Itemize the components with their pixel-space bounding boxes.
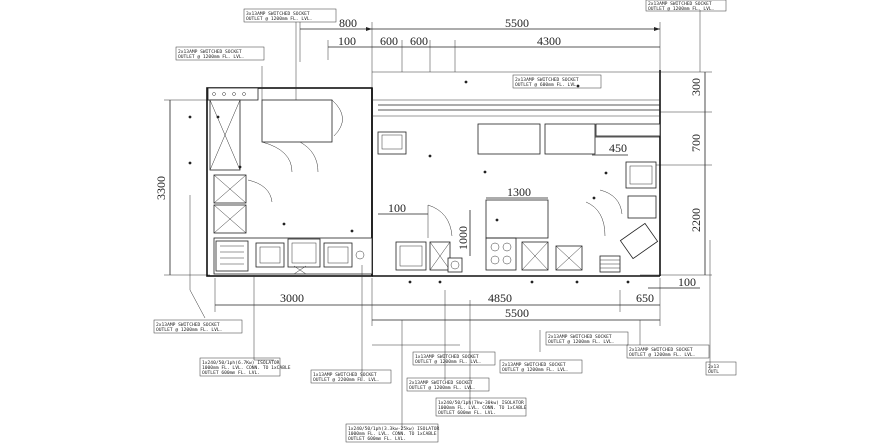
top-dimension-lines: [299, 22, 661, 90]
left-dimension-lines: [164, 99, 210, 276]
socket-markers: [188, 80, 630, 284]
walls: [206, 70, 661, 277]
svg-text:OUTLET @ 1200mm FL. LVL.: OUTLET @ 1200mm FL. LVL.: [178, 54, 244, 60]
svg-text:2x13AMP SWITCHED SOCKET: 2x13AMP SWITCHED SOCKET: [515, 77, 579, 83]
note-left-upper-socket: 2x13AMP SWITCHED SOCKET OUTLET @ 1200mm …: [175, 46, 265, 61]
svg-text:3x13AMP SWITCHED SOCKET: 3x13AMP SWITCHED SOCKET: [246, 11, 310, 17]
note-socket-edge: 2x13 OUTL: [705, 361, 737, 376]
svg-text:2x13AMP SWITCHED SOCKET: 2x13AMP SWITCHED SOCKET: [178, 49, 242, 55]
svg-text:1x240/50/1ph(6.7Kw) ISOLATOR: 1x240/50/1ph(6.7Kw) ISOLATOR: [202, 360, 280, 366]
left-equipment: [207, 87, 343, 234]
dim-bottom-5500: 5500: [505, 306, 529, 320]
svg-text:2x13AMP SWITCHED SOCKET: 2x13AMP SWITCHED SOCKET: [502, 362, 566, 368]
svg-text:OUTLET @ 1200mm FL. LVL.: OUTLET @ 1200mm FL. LVL.: [246, 16, 312, 22]
svg-text:1x13AMP SWITCHED SOCKET: 1x13AMP SWITCHED SOCKET: [415, 354, 479, 360]
note-socket-center-low: 1x13AMP SWITCHED SOCKET OUTLET @ 1200mm …: [412, 351, 496, 366]
dim-right-450: 450: [609, 141, 627, 155]
dim-top-800: 800: [339, 16, 357, 30]
svg-text:2x13AMP SWITCHED SOCKET: 2x13AMP SWITCHED SOCKET: [629, 347, 693, 353]
note-center-socket: 2x13AMP SWITCHED SOCKET OUTLET @ 600mm F…: [512, 74, 602, 89]
mid-equipment: [378, 197, 621, 273]
svg-text:2x13AMP SWITCHED SOCKET: 2x13AMP SWITCHED SOCKET: [156, 322, 220, 328]
top-equipment: [377, 123, 661, 155]
dim-top-4300: 4300: [537, 34, 561, 48]
svg-text:2x13AMP SWITCHED SOCKET: 2x13AMP SWITCHED SOCKET: [548, 334, 612, 340]
svg-text:2x13AMP SWITCHED SOCKET: 2x13AMP SWITCHED SOCKET: [409, 380, 473, 386]
leader-lines: [189, 10, 711, 430]
note-socket-far-right: 2x13AMP SWITCHED SOCKET OUTLET @ 1200mm …: [626, 344, 710, 359]
bottom-left-counter: [213, 237, 373, 275]
dim-top-600-a: 600: [380, 34, 398, 48]
dim-top-600-b: 600: [410, 34, 428, 48]
svg-text:OUTL: OUTL: [708, 369, 719, 375]
svg-text:OUTLET 600mm FL. LVL.: OUTLET 600mm FL. LVL.: [202, 370, 260, 376]
svg-text:OUTLET @ 1200mm FL. LVL.: OUTLET @ 1200mm FL. LVL.: [648, 6, 714, 12]
note-left-lower-socket: 2x13AMP SWITCHED SOCKET OUTLET @ 1200mm …: [153, 319, 243, 334]
svg-text:1000mm FL. LVL. CONN. TO 1xCAB: 1000mm FL. LVL. CONN. TO 1xCABLE: [202, 365, 291, 371]
dim-bottom-4850: 4850: [488, 291, 512, 305]
note-isolator-2: 1x240/50/1ph(7kw-30kw) ISOLATOR 1000mm F…: [435, 397, 527, 417]
svg-text:1x13AMP SWITCHED SOCKET: 1x13AMP SWITCHED SOCKET: [313, 372, 377, 378]
svg-text:OUTLET @ 1200mm FL. LVL.: OUTLET @ 1200mm FL. LVL.: [409, 385, 475, 391]
dim-left-3300: 3300: [154, 176, 168, 200]
svg-text:1000mm FL. LVL. CONN. TO 1xCAB: 1000mm FL. LVL. CONN. TO 1xCABLE: [438, 405, 527, 411]
note-socket-2200: 1x13AMP SWITCHED SOCKET OUTLET @ 2200mm …: [310, 369, 392, 384]
dim-right-700: 700: [689, 134, 703, 152]
dim-right-2200: 2200: [689, 208, 703, 232]
note-socket-mid-right: 2x13AMP SWITCHED SOCKET OUTLET @ 1200mm …: [545, 331, 629, 346]
dim-top-100: 100: [338, 34, 356, 48]
dim-right-300: 300: [689, 78, 703, 96]
svg-text:OUTLET @ 1200mm FL. LVL.: OUTLET @ 1200mm FL. LVL.: [156, 327, 222, 333]
note-isolator-1: 1x240/50/1ph(6.7Kw) ISOLATOR 1000mm FL. …: [199, 357, 291, 377]
svg-text:OUTLET @ 1200mm FL. LVL.: OUTLET @ 1200mm FL. LVL.: [629, 352, 695, 358]
dim-mid-1000: 1000: [456, 226, 470, 250]
svg-text:OUTLET @ 600mm FL. LVL.: OUTLET @ 600mm FL. LVL.: [515, 82, 579, 88]
note-socket-center-low2: 2x13AMP SWITCHED SOCKET OUTLET @ 1200mm …: [406, 377, 490, 392]
svg-text:1000mm FL. LVL. CONN. TO 1xCAB: 1000mm FL. LVL. CONN. TO 1xCABLE: [348, 431, 437, 437]
right-dimension-lines: [592, 71, 712, 289]
note-top-right-socket: 2x13AMP SWITCHED SOCKET OUTLET @ 1200mm …: [645, 0, 727, 12]
dim-right-100: 100: [678, 275, 696, 289]
svg-text:OUTLET @ 1200mm FL. LVL.: OUTLET @ 1200mm FL. LVL.: [415, 359, 481, 365]
dim-mid-1300: 1300: [507, 185, 531, 199]
svg-text:OUTLET 600mm FL. LVL.: OUTLET 600mm FL. LVL.: [348, 436, 406, 442]
svg-text:2x13: 2x13: [708, 364, 719, 370]
dim-top-5500: 5500: [505, 16, 529, 30]
bottom-dimension-lines: [214, 278, 661, 326]
dim-mid-100: 100: [388, 201, 406, 215]
dim-bottom-3000: 3000: [280, 291, 304, 305]
svg-text:OUTLET @ 1200mm FL. LVL.: OUTLET @ 1200mm FL. LVL.: [548, 339, 614, 345]
svg-text:OUTLET @ 2200mm FL. LVL.: OUTLET @ 2200mm FL. LVL.: [313, 377, 379, 383]
svg-text:OUTLET 600mm FL. LVL.: OUTLET 600mm FL. LVL.: [438, 410, 496, 416]
dim-bottom-650: 650: [636, 291, 654, 305]
right-equipment: [599, 161, 659, 260]
note-top-socket: 3x13AMP SWITCHED SOCKET OUTLET @ 1200mm …: [243, 8, 337, 23]
svg-text:2x13AMP SWITCHED SOCKET: 2x13AMP SWITCHED SOCKET: [648, 1, 712, 7]
svg-text:OUTLET @ 1200mm FL. LVL.: OUTLET @ 1200mm FL. LVL.: [502, 367, 568, 373]
svg-text:1x240/50/1ph(3.3kw-25kw) ISOLA: 1x240/50/1ph(3.3kw-25kw) ISOLATOR: [348, 426, 440, 432]
note-isolator-3: 1x240/50/1ph(3.3kw-25kw) ISOLATOR 1000mm…: [345, 423, 440, 443]
note-socket-right-low: 2x13AMP SWITCHED SOCKET OUTLET @ 1200mm …: [499, 359, 583, 374]
svg-text:1x240/50/1ph(7kw-30kw) ISOLATO: 1x240/50/1ph(7kw-30kw) ISOLATOR: [438, 400, 524, 406]
